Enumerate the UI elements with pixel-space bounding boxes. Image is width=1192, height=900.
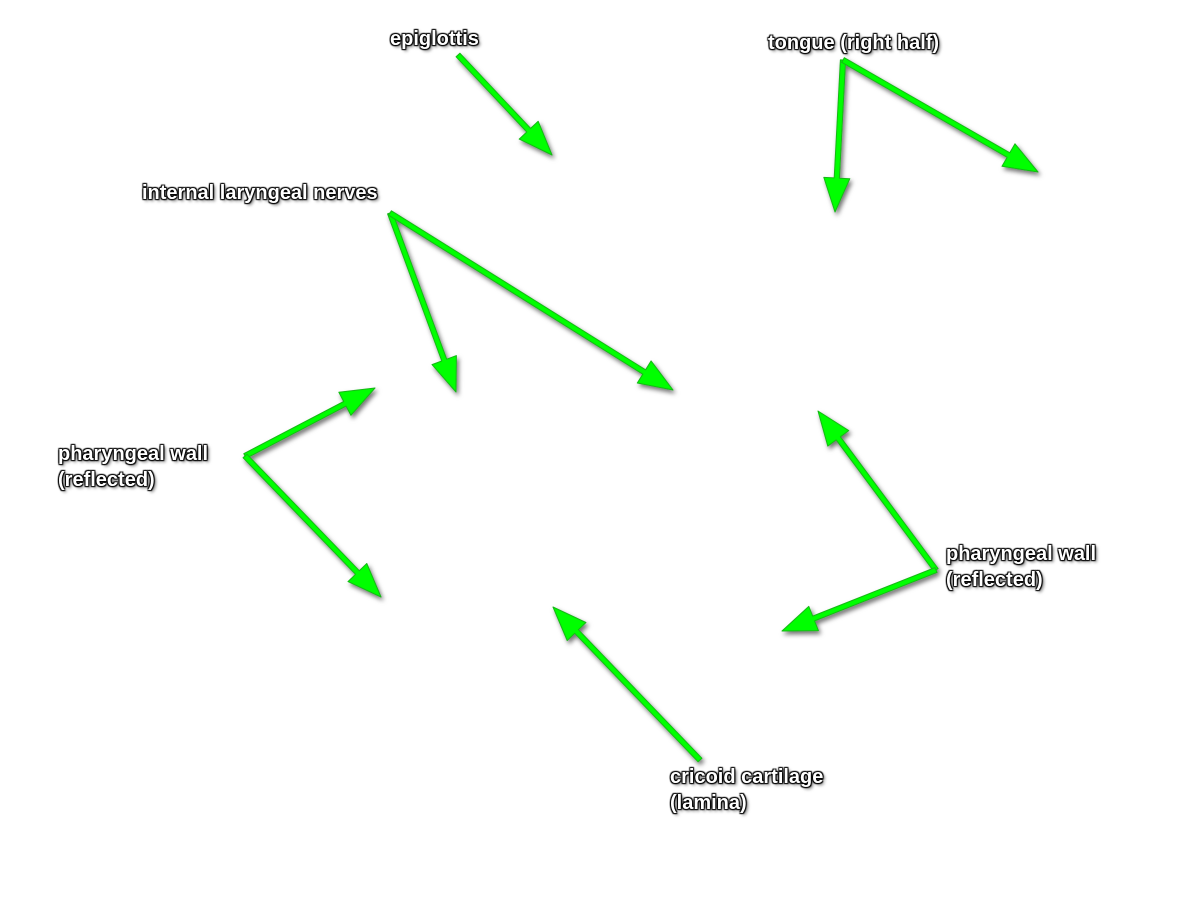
- arrow-tongue-right: [841, 57, 1039, 173]
- arrow-pharyngeal-right-up: [817, 410, 939, 572]
- label-pharyngeal-wall-right: pharyngeal wall (reflected): [946, 543, 1097, 591]
- label-internal-laryngeal-nerves: internal laryngeal nerves: [142, 182, 378, 204]
- arrow-tongue-left: [823, 59, 851, 213]
- arrow-cricoid: [552, 606, 703, 763]
- arrow-pharyngeal-right-down: [781, 567, 938, 632]
- label-tongue-right-half: tongue (right half): [768, 32, 940, 54]
- label-pharyngeal-wall-left: pharyngeal wall (reflected): [58, 443, 209, 491]
- arrow-epiglottis: [455, 52, 553, 156]
- arrow-pharyngeal-left-down: [242, 453, 382, 598]
- arrow-nerves-left: [387, 211, 457, 393]
- arrow-nerves-right: [388, 210, 674, 391]
- arrow-group: [242, 52, 1039, 763]
- arrow-pharyngeal-left-up: [243, 387, 376, 459]
- label-cricoid-cartilage: cricoid cartilage (lamina): [670, 766, 824, 814]
- label-epiglottis: epiglottis: [390, 28, 479, 50]
